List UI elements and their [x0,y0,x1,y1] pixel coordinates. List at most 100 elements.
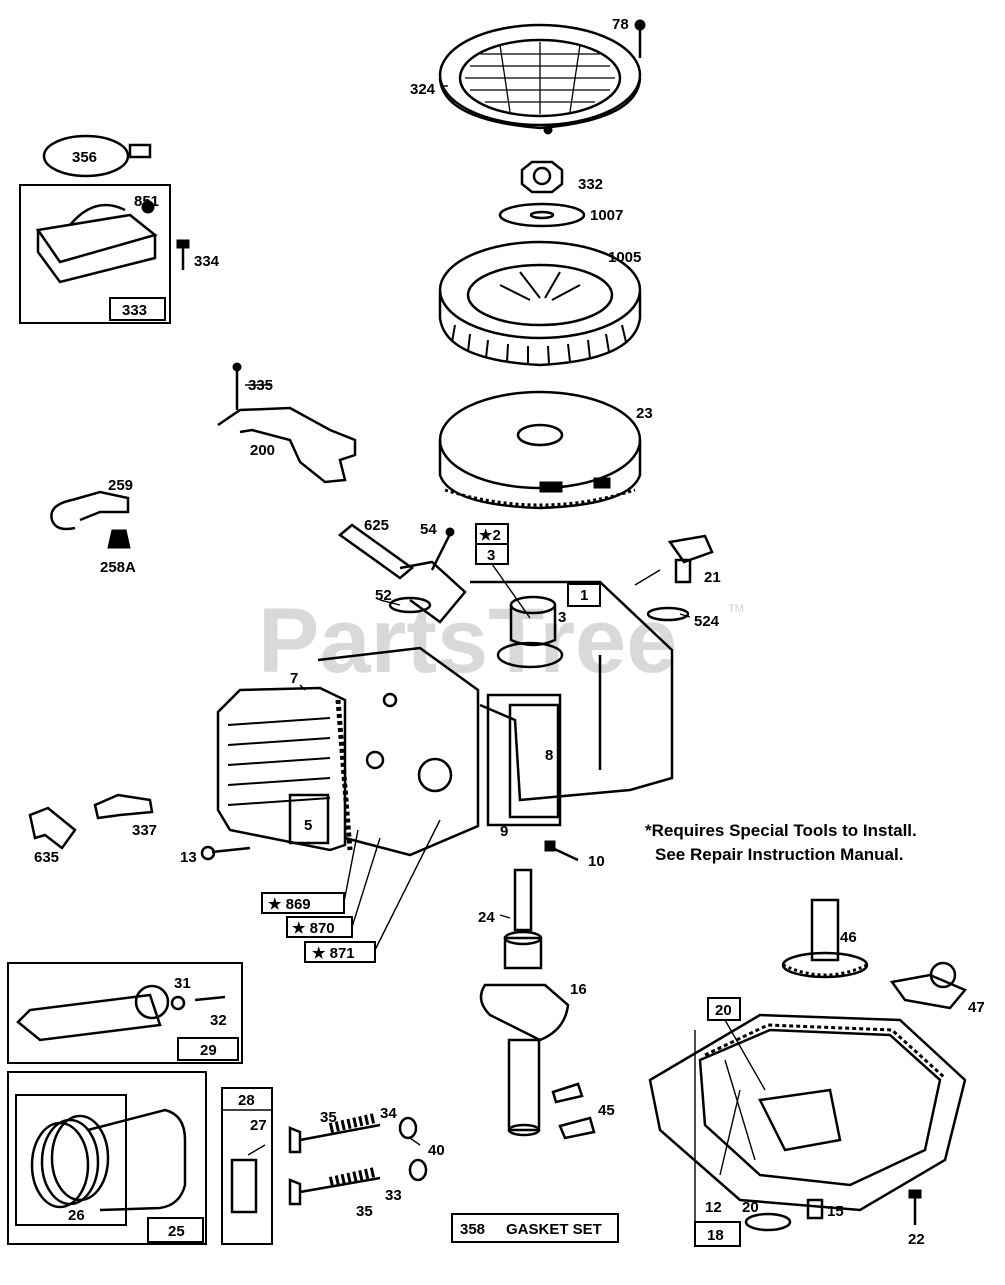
label-869: ★ 869 [268,896,311,913]
label-23: 23 [636,405,653,422]
gasket-set-number: 358 [460,1221,485,1238]
part-box-28 [221,1087,273,1245]
crankshaft [479,868,570,1137]
flywheel-ring-gear [438,390,642,510]
label-28: 28 [238,1092,255,1109]
label-335: 335 [248,377,273,394]
label-78: 78 [612,16,629,33]
cylinder-head [216,686,353,852]
label-29: 29 [200,1042,217,1059]
screw-54 [430,527,455,571]
label-259: 259 [108,477,133,494]
pins-45 [551,1082,596,1140]
piston-pin [230,1158,258,1214]
label-625: 625 [364,517,389,534]
oil-sump [648,1013,967,1212]
label-333: 333 [122,302,147,319]
label-40: 40 [428,1142,445,1159]
label-1007: 1007 [590,207,623,224]
label-31: 31 [174,975,191,992]
dipstick-tube [337,523,467,624]
label-3-box: 3 [487,547,495,564]
screw-10 [544,840,579,862]
label-332: 332 [578,176,603,193]
note-line-1: *Requires Special Tools to Install. [645,821,917,840]
screw-22 [908,1189,922,1225]
label-20-box: 20 [715,1002,732,1019]
label-258a: 258A [100,559,136,576]
valve-intake [288,1113,381,1154]
label-22: 22 [908,1231,925,1248]
ground-wire-356 [42,134,152,178]
piston [30,1108,187,1212]
label-334: 334 [194,253,220,270]
ignition-module [35,200,158,284]
screw-258a [107,529,131,549]
label-box-1 [567,583,601,607]
trademark-mark: TM [728,603,744,615]
gasket-set-box [451,1213,619,1243]
label-35-bottom: 35 [356,1203,373,1220]
casing-clamp [50,490,130,531]
label-20: 20 [742,1199,759,1216]
label-200: 200 [250,442,275,459]
seal-524 [646,606,690,622]
label-16: 16 [570,981,587,998]
label-12: 12 [705,1199,722,1216]
label-33: 33 [385,1187,402,1204]
label-box-25 [147,1217,204,1243]
watermark: PartsTree [258,590,677,692]
gasket-box-871 [304,941,376,963]
oil-fill-plug [667,534,714,584]
label-24: 24 [478,909,495,926]
label-1: 1 [580,587,588,604]
label-box-18 [694,1221,741,1247]
label-18: 18 [707,1227,724,1244]
label-26: 26 [68,1207,85,1224]
screw-13 [200,845,251,861]
label-13: 13 [180,849,197,866]
cylinder-block [317,580,674,857]
label-box-333 [109,297,166,321]
plug-15 [806,1198,824,1220]
label-52: 52 [375,587,392,604]
gasket-set-label: GASKET SET [506,1221,602,1238]
label-851: 851 [134,193,159,210]
valve-exhaust [288,1167,381,1206]
label-1005: 1005 [608,249,641,266]
label-32: 32 [210,1012,227,1029]
label-45: 45 [598,1102,615,1119]
label-635: 635 [34,849,59,866]
valve-retainers [398,1116,428,1182]
label-54: 54 [420,521,437,538]
label-356: 356 [72,149,97,166]
label-10: 10 [588,853,605,870]
label-34: 34 [380,1105,397,1122]
label-9: 9 [500,823,508,840]
spark-plug-boot [28,806,77,850]
label-15: 15 [827,1203,844,1220]
label-46: 46 [840,929,857,946]
label-21: 21 [704,569,721,586]
label-7: 7 [290,670,298,687]
label-324: 324 [410,81,436,98]
camshaft [781,898,869,979]
gasket-box-869 [261,892,345,914]
governor-47 [889,961,968,1010]
label-25: 25 [168,1223,185,1240]
flywheel-fan [438,240,642,367]
label-337: 337 [132,822,157,839]
label-box-20 [707,997,741,1021]
label-8: 8 [545,747,553,764]
label-524: 524 [694,613,720,630]
label-5: 5 [304,817,312,834]
label-box-29 [177,1037,239,1061]
label-3: 3 [558,609,566,626]
connecting-rod [16,984,226,1042]
flywheel-nut [520,160,564,194]
label-35-top: 35 [320,1109,337,1126]
label-871: ★ 871 [312,945,355,962]
seal-20 [744,1212,792,1232]
blower-housing [438,23,642,135]
